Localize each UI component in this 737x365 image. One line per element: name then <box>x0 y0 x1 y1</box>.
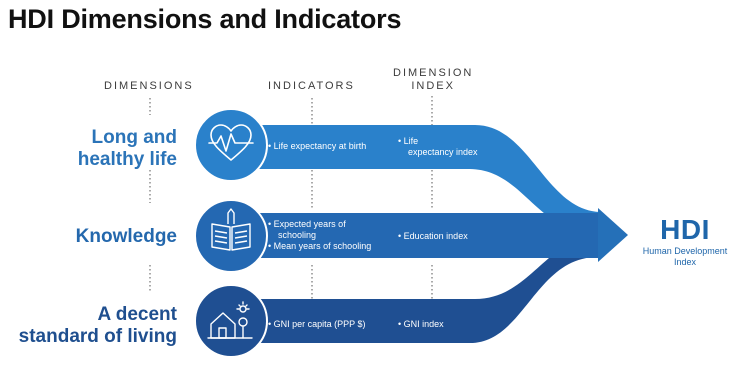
dimension-circle-health <box>194 108 268 182</box>
column-heading-dimension-index-line2: INDEX <box>411 80 455 92</box>
page-title: HDI Dimensions and Indicators <box>8 4 402 34</box>
heart-pulse-icon <box>208 124 254 161</box>
indicator-knowledge-line2: schooling <box>278 230 317 240</box>
column-heading-indicators: INDICATORS <box>268 80 355 92</box>
index-health-line1: • Life <box>398 136 419 146</box>
hdi-arrow <box>598 208 628 262</box>
flow-band-standard <box>235 235 600 343</box>
dimension-label-health-line2: healthy life <box>77 149 177 170</box>
dimension-label-standard-line2: standard of living <box>18 326 177 347</box>
column-heading-dimensions: DIMENSIONS <box>104 80 194 92</box>
house-sun-icon <box>207 301 253 339</box>
dimension-label-knowledge: Knowledge <box>76 226 177 248</box>
hdi-label: HDI <box>660 214 710 245</box>
column-guides <box>149 96 433 300</box>
dimension-label-health: Long and healthy life <box>78 127 177 171</box>
index-health: • Life expectancy index <box>398 136 478 158</box>
indicator-knowledge-line3: • Mean years of schooling <box>268 241 372 251</box>
book-pencil-icon <box>211 208 251 251</box>
index-knowledge: • Education index <box>398 231 468 241</box>
indicator-health: • Life expectancy at birth <box>268 141 367 151</box>
dimension-label-health-line1: Long and <box>91 127 177 148</box>
dimension-label-knowledge-line1: Knowledge <box>75 226 177 247</box>
column-heading-dimension-index: DIMENSION INDEX <box>393 67 473 93</box>
dimension-label-standard-line1: A decent <box>97 304 177 325</box>
indicator-standard: • GNI per capita (PPP $) <box>268 319 366 329</box>
hdi-sublabel-line1: Human Development <box>642 246 728 256</box>
flow-band-knowledge <box>235 213 600 258</box>
column-heading-dimension-index-line1: DIMENSION <box>393 67 474 79</box>
dimension-circle-knowledge <box>194 199 268 273</box>
index-health-line2: expectancy index <box>408 147 478 157</box>
hdi-sublabel: Human Development Index <box>640 246 730 268</box>
hdi-sublabel-line2: Index <box>673 257 697 267</box>
flow-band-health <box>235 125 600 234</box>
dimension-label-standard: A decent standard of living <box>19 304 177 348</box>
indicator-knowledge-line1: • Expected years of <box>268 219 346 229</box>
index-standard: • GNI index <box>398 319 444 329</box>
indicator-knowledge: • Expected years of schooling • Mean yea… <box>268 219 371 252</box>
